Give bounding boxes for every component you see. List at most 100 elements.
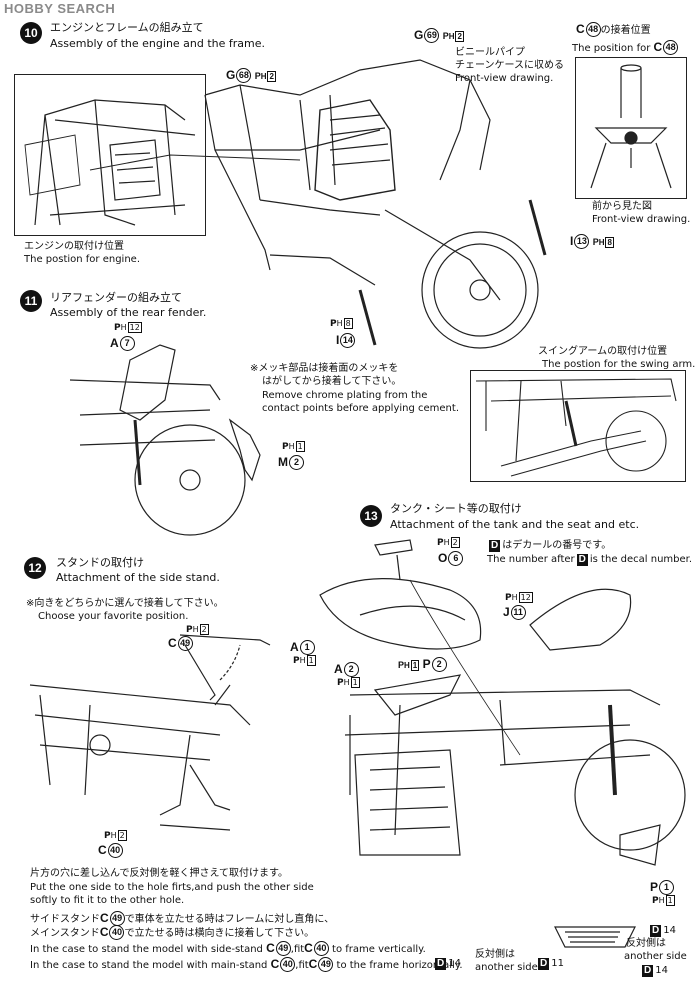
front-fork-drawing — [590, 64, 672, 189]
part-o6-ph: 2 — [450, 537, 460, 548]
c48-en-num: 48 — [663, 40, 679, 56]
part-g69-num: 69 — [424, 28, 440, 44]
step-11-badge: 11 — [20, 290, 42, 312]
part-g69-letter: G — [414, 28, 424, 42]
part-a1-num: 1 — [299, 640, 315, 656]
ph-sub: H — [120, 323, 127, 332]
side-c49-letter: C — [100, 911, 109, 925]
ph-sub: H — [404, 661, 410, 670]
ph-prefix: P — [282, 442, 289, 452]
ph-prefix: P — [337, 678, 344, 688]
step-12-badge: 12 — [24, 557, 46, 579]
ph-sub: H — [299, 656, 306, 665]
side-cover-decal-drawing — [554, 926, 636, 948]
step-10-badge: 10 — [20, 22, 42, 44]
decal-d14b-letter: D — [642, 965, 654, 977]
ph-sub: H — [110, 831, 117, 840]
part-a7-letter: A — [110, 336, 119, 350]
hole-jp: 片方の穴に差し込んで反対側を軽く押さえて取付けます。 — [30, 868, 288, 879]
ph-prefix: P — [104, 831, 111, 841]
part-a7-num: 7 — [119, 336, 135, 352]
case1-c: to frame vertically. — [332, 944, 426, 955]
part-a2-letter: A — [334, 662, 343, 676]
other-side-jp-r: 反対側は — [626, 938, 666, 949]
decal-d14a-letter: D — [650, 925, 662, 937]
part-m2-letter: M — [278, 455, 288, 469]
decal-box-en: D — [576, 554, 588, 566]
step-12-title-en: Attachment of the side stand. — [56, 571, 220, 584]
part-p2-ph: 1 — [410, 660, 420, 671]
step-13-title-en: Attachment of the tank and the seat and … — [390, 518, 640, 531]
ph-sub: H — [443, 538, 450, 547]
hole-en1: Put the one side to the hole firts,and p… — [30, 882, 314, 893]
part-a2-num: 2 — [343, 662, 359, 678]
swing-arm-drawing — [475, 378, 677, 477]
other-side-en-r: another side — [624, 951, 687, 962]
part-c49-num: 49 — [177, 636, 193, 652]
case2-c49-letter: C — [308, 957, 318, 971]
decal-d14b-num: 14 — [655, 965, 668, 976]
decal-en-post: is the decal number. — [589, 554, 693, 565]
chrome-jp2: はがしてから接着して下さい。 — [262, 376, 402, 387]
front-view-jp: 前から見た図 — [592, 201, 652, 212]
part-c40-ph: 2 — [117, 830, 127, 841]
part-p1-num: 1 — [659, 880, 675, 896]
ph-sub: H — [448, 32, 455, 41]
part-j11-num: 11 — [510, 605, 526, 621]
part-p1-letter: P — [650, 880, 659, 894]
part-m2-ph: 1 — [295, 441, 305, 452]
ph-sub: H — [336, 319, 343, 328]
part-i13-num: 13 — [574, 234, 590, 250]
part-g68-letter: G — [226, 68, 236, 82]
hole-en2: softly to fit it to the other hole. — [30, 895, 185, 906]
choose-en: Choose your favorite position. — [38, 611, 189, 622]
decal-d11-num: 11 — [551, 958, 564, 969]
decal-d11-letter: D — [538, 958, 550, 970]
case1-line: In the case to stand the model with side… — [30, 941, 426, 957]
choose-jp: ※向きをどちらかに選んで接着して下さい。 — [26, 598, 224, 609]
engine-pos-en: The postion for engine. — [24, 254, 141, 265]
c48-title-letter: C — [576, 22, 585, 36]
engine-pos-jp: エンジンの取付け位置 — [24, 241, 124, 252]
engine-frame-drawing — [24, 99, 196, 226]
main-jp-pre: メインスタンド — [30, 928, 100, 939]
case1-a: In the case to stand the model with side… — [30, 944, 263, 955]
case1-c49-letter: C — [266, 941, 275, 955]
c48-inset — [575, 57, 687, 199]
part-p2-letter: P — [422, 657, 431, 671]
c48-title-num: 48 — [585, 22, 601, 38]
ph-prefix: P — [437, 538, 444, 548]
side-stand-drawing — [29, 634, 271, 831]
ph-sub: H — [192, 625, 199, 634]
main-c40-num: 40 — [109, 925, 125, 941]
ph-prefix: P — [293, 656, 300, 666]
part-c40-num: 40 — [107, 843, 123, 859]
part-a2-ph: 1 — [350, 677, 360, 688]
chrome-jp1: ※メッキ部品は接着面のメッキを — [250, 363, 399, 374]
part-j11-ph: 12 — [518, 592, 533, 603]
case2-c49-num: 49 — [318, 957, 334, 973]
vinyl-jp1: ビニールパイプ — [455, 47, 525, 58]
step-10-title-jp: エンジンとフレームの組み立て — [50, 21, 204, 34]
rear-fender-drawing — [69, 344, 261, 536]
ph-prefix: P — [442, 31, 449, 41]
